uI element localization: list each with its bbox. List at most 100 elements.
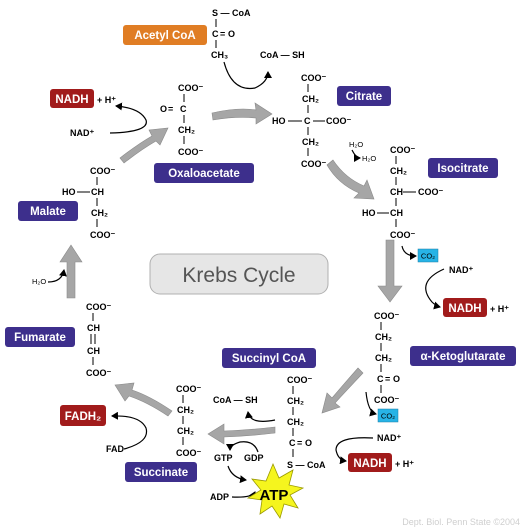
fadh2-box bbox=[60, 405, 106, 426]
acetyl-ch3: CH₃ bbox=[211, 50, 228, 60]
title-box bbox=[149, 253, 329, 295]
succinyl-coa-box bbox=[222, 348, 316, 368]
co2-label-2: CO₂ bbox=[381, 412, 395, 421]
fumarate-box bbox=[5, 327, 75, 347]
ketoglutarate-label: α-Ketoglutarate bbox=[420, 351, 505, 363]
mal-coo-bottom: COO⁻ bbox=[90, 230, 116, 240]
ketoglutarate-box bbox=[410, 346, 516, 366]
atp-label: ATP bbox=[260, 487, 289, 504]
acetyl-coa-box bbox=[123, 25, 207, 45]
akg-coo-top: COO⁻ bbox=[374, 311, 400, 321]
scoa-ch2-bottom: CH₂ bbox=[287, 417, 304, 427]
adp-label: ADP bbox=[210, 492, 229, 502]
iso-ch: CH bbox=[390, 187, 403, 197]
h-plus-3: + H⁺ bbox=[395, 459, 414, 469]
nadh-label-3: NADH bbox=[353, 458, 386, 470]
iso-ch2: CH₂ bbox=[390, 166, 407, 176]
iso-ho: HO bbox=[362, 208, 376, 218]
acetyl-coa-label: Acetyl CoA bbox=[134, 30, 195, 42]
gtp-label: GTP bbox=[214, 453, 233, 463]
cit-ho: HO bbox=[272, 116, 286, 126]
akg-coo-bottom: COO⁻ bbox=[374, 395, 400, 405]
nadh-box-1 bbox=[50, 89, 94, 108]
oaa-ch2: CH₂ bbox=[178, 125, 195, 135]
succinate-box bbox=[125, 462, 197, 482]
cit-ch2-top: CH₂ bbox=[302, 94, 319, 104]
oxaloacetate-label: Oxaloacetate bbox=[168, 168, 240, 180]
cit-c: C bbox=[304, 116, 311, 126]
scoa-eq: = bbox=[297, 438, 302, 448]
isocitrate-box bbox=[428, 158, 498, 178]
scoa-coo: COO⁻ bbox=[287, 375, 313, 385]
cit-coo-mid: COO⁻ bbox=[326, 116, 352, 126]
citrate-box bbox=[337, 86, 391, 106]
akg-eq: = bbox=[385, 374, 390, 384]
acetyl-eq: = bbox=[220, 29, 225, 39]
fum-coo-bottom: COO⁻ bbox=[86, 368, 112, 378]
co2-label-1: CO₂ bbox=[421, 252, 435, 261]
malate-box bbox=[18, 201, 78, 221]
nadh-label-2: NADH bbox=[448, 303, 481, 315]
akg-ch2-top: CH₂ bbox=[375, 332, 392, 342]
fum-ch: CH bbox=[87, 323, 100, 333]
arrow-oxaloacetate-to-citrate bbox=[211, 102, 273, 125]
nad-plus-1: NAD⁺ bbox=[70, 128, 94, 138]
h2o-in-2: H₂O bbox=[32, 277, 46, 286]
coa-sh-release-citrate: CoA — SH bbox=[260, 50, 305, 60]
nadh-label-1: NADH bbox=[55, 94, 88, 106]
isocitrate-label: Isocitrate bbox=[437, 163, 488, 175]
arrow-fumarate-to-malate bbox=[59, 244, 83, 299]
fum-hc: CH bbox=[87, 346, 100, 356]
acetyl-s-coa: S — CoA bbox=[212, 8, 251, 18]
scoa-s-coa: S — CoA bbox=[287, 460, 326, 470]
nad-plus-3: NAD⁺ bbox=[377, 433, 401, 443]
h-plus-1: + H⁺ bbox=[97, 95, 116, 105]
co2-box-1 bbox=[417, 248, 439, 263]
succ-coo-top: COO⁻ bbox=[176, 384, 202, 394]
fumarate-label: Fumarate bbox=[14, 332, 66, 344]
cit-coo-bottom: COO⁻ bbox=[301, 159, 327, 169]
oaa-o: O bbox=[160, 104, 167, 114]
h2o-out-1: H₂O bbox=[362, 154, 376, 163]
atp-burst bbox=[246, 462, 305, 519]
arrow-malate-to-oxaloacetate bbox=[119, 127, 169, 164]
arrow-isocitrate-to-ketoglutarate bbox=[377, 239, 403, 303]
oaa-coo-bottom: COO⁻ bbox=[178, 147, 204, 157]
scoa-c: C bbox=[289, 438, 296, 448]
succ-ch2-bottom: CH₂ bbox=[177, 426, 194, 436]
arrow-ketoglutarate-to-succinylcoa bbox=[321, 367, 364, 414]
mal-ch2: CH₂ bbox=[91, 208, 108, 218]
fum-coo-top: COO⁻ bbox=[86, 302, 112, 312]
oaa-coo-top: COO⁻ bbox=[178, 83, 204, 93]
akg-o: O bbox=[393, 374, 400, 384]
arrow-succinylcoa-to-succinate bbox=[207, 423, 276, 445]
nadh-box-3 bbox=[348, 453, 392, 472]
acetyl-c: C bbox=[212, 29, 219, 39]
oaa-c: C bbox=[180, 104, 187, 114]
nadh-box-2 bbox=[443, 298, 487, 317]
diagram-title: Krebs Cycle bbox=[182, 264, 295, 287]
succ-coo-bottom: COO⁻ bbox=[176, 448, 202, 458]
nad-plus-2: NAD⁺ bbox=[449, 265, 473, 275]
mal-ch: CH bbox=[91, 187, 104, 197]
oxaloacetate-box bbox=[154, 163, 254, 183]
succ-ch2-top: CH₂ bbox=[177, 405, 194, 415]
akg-ch2-bottom: CH₂ bbox=[375, 353, 392, 363]
gdp-label: GDP bbox=[244, 453, 264, 463]
iso-coo-mid: COO⁻ bbox=[418, 187, 444, 197]
fadh2-label: FADH₂ bbox=[65, 411, 101, 423]
iso-coo-bottom: COO⁻ bbox=[390, 230, 416, 240]
co2-box-2 bbox=[377, 408, 399, 423]
h2o-in-1: H₂O bbox=[349, 140, 363, 149]
fad-label: FAD bbox=[106, 444, 125, 454]
malate-label: Malate bbox=[30, 206, 66, 218]
arrow-citrate-to-isocitrate bbox=[326, 159, 375, 200]
scoa-o: O bbox=[305, 438, 312, 448]
cit-coo-top: COO⁻ bbox=[301, 73, 327, 83]
coa-sh-release-succinyl: CoA — SH bbox=[213, 395, 258, 405]
arrow-succinate-to-fumarate bbox=[114, 382, 173, 417]
mal-coo-top: COO⁻ bbox=[90, 166, 116, 176]
scoa-ch2-top: CH₂ bbox=[287, 396, 304, 406]
credit-text: Dept. Biol. Penn State ©2004 bbox=[402, 517, 520, 527]
